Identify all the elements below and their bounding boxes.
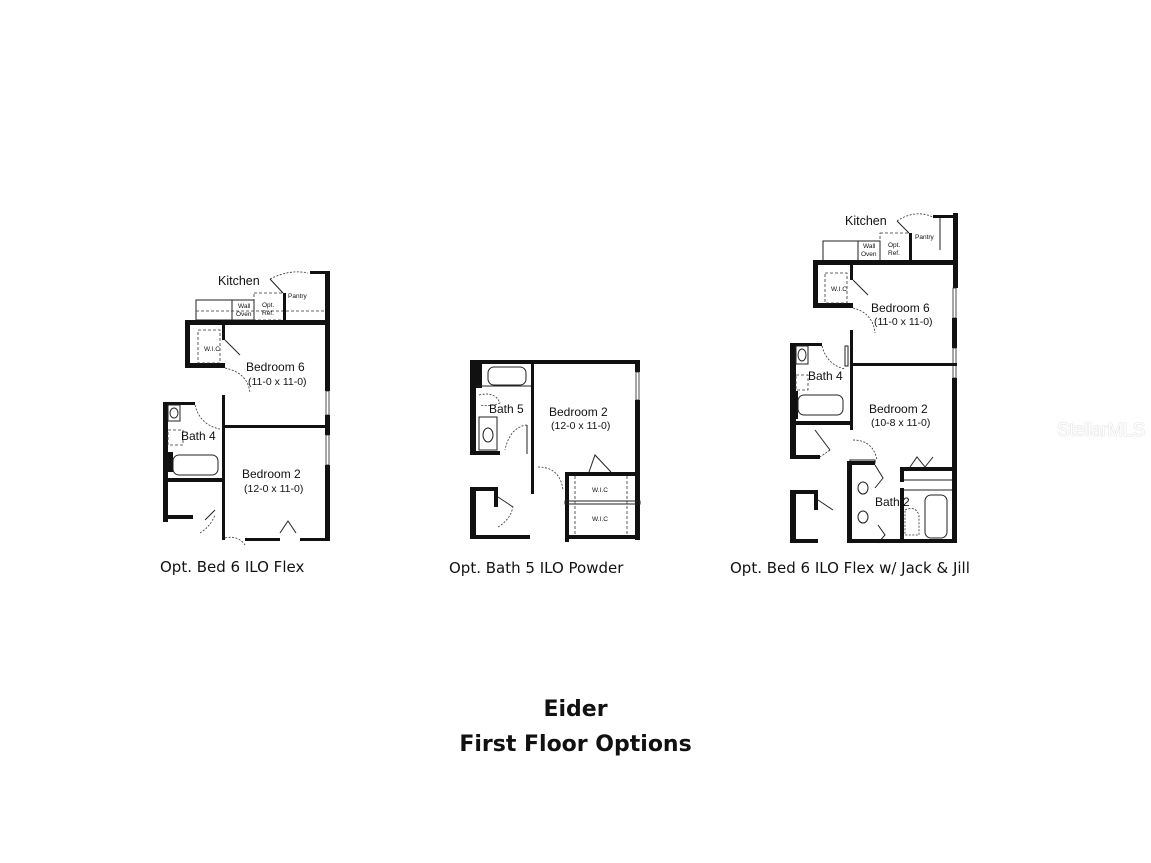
pantry-label: Pantry bbox=[288, 293, 308, 300]
room-dims-bedroom-2: (12-0 x 11-0) bbox=[551, 420, 610, 432]
wall-oven-label-1: Wall bbox=[238, 303, 251, 310]
floor-plan-drawing: Bath 5 Bedroom 2 (12-0 x 11-0) W.I.C W.I… bbox=[470, 360, 641, 542]
plan-caption-1: Opt. Bed 6 ILO Flex bbox=[160, 558, 305, 576]
wall-oven-label-1: Wall bbox=[863, 243, 876, 250]
floor-plan-opt-bath-5-ilo-powder: Bath 5 Bedroom 2 (12-0 x 11-0) W.I.C W.I… bbox=[465, 355, 645, 545]
page-subtitle: First Floor Options bbox=[459, 732, 692, 757]
opt-ref-label-1: Opt. bbox=[262, 302, 274, 309]
room-name-bath-4: Bath 4 bbox=[181, 429, 216, 443]
page-title: Eider bbox=[543, 697, 608, 722]
floor-plan-opt-bed-6-ilo-flex-jack-and-jill: Kitchen Pantry Wall Oven Opt. Ref. W.I.C… bbox=[785, 205, 965, 545]
plan-caption-2: Opt. Bath 5 ILO Powder bbox=[449, 559, 624, 577]
room-dims-bedroom-6: (11-0 x 11-0) bbox=[874, 316, 933, 328]
watermark: StellarMLS bbox=[1057, 420, 1145, 441]
wall-oven-label-2: Oven bbox=[236, 311, 252, 318]
floor-plan-opt-bed-6-ilo-flex: Kitchen Pantry Wall Oven Opt. Ref. W.I.C… bbox=[160, 265, 340, 546]
room-dims-bedroom-2: (10-8 x 11-0) bbox=[871, 417, 930, 429]
wic-label: W.I.C bbox=[204, 346, 220, 353]
kitchen-label: Kitchen bbox=[218, 274, 260, 288]
room-name-bedroom-2: Bedroom 2 bbox=[869, 402, 928, 416]
opt-ref-label-2: Ref. bbox=[888, 250, 900, 257]
opt-ref-label-2: Ref. bbox=[262, 310, 274, 317]
kitchen-label: Kitchen bbox=[845, 214, 887, 228]
room-name-bedroom-6: Bedroom 6 bbox=[871, 301, 930, 315]
wall-oven-label-2: Oven bbox=[861, 251, 877, 258]
floor-plan-drawing: Kitchen Pantry Wall Oven Opt. Ref. W.I.C… bbox=[163, 271, 330, 546]
opt-ref-label-1: Opt. bbox=[888, 242, 900, 249]
floor-plan-drawing: Kitchen Pantry Wall Oven Opt. Ref. W.I.C… bbox=[790, 213, 958, 544]
wic-label-1: W.I.C bbox=[592, 487, 608, 494]
plan-caption-3: Opt. Bed 6 ILO Flex w/ Jack & Jill bbox=[730, 559, 970, 577]
room-name-bath-4: Bath 4 bbox=[808, 369, 843, 383]
pantry-label: Pantry bbox=[915, 234, 935, 241]
room-name-bedroom-2: Bedroom 2 bbox=[549, 405, 608, 419]
room-name-bath-2: Bath 2 bbox=[875, 495, 910, 509]
room-dims-bedroom-2: (12-0 x 11-0) bbox=[244, 483, 303, 495]
room-dims-bedroom-6: (11-0 x 11-0) bbox=[248, 376, 307, 388]
room-name-bedroom-6: Bedroom 6 bbox=[246, 360, 305, 374]
wic-label-2: W.I.C bbox=[592, 516, 608, 523]
wic-label: W.I.C bbox=[831, 286, 847, 293]
room-name-bath-5: Bath 5 bbox=[489, 402, 524, 416]
room-name-bedroom-2: Bedroom 2 bbox=[242, 467, 301, 481]
